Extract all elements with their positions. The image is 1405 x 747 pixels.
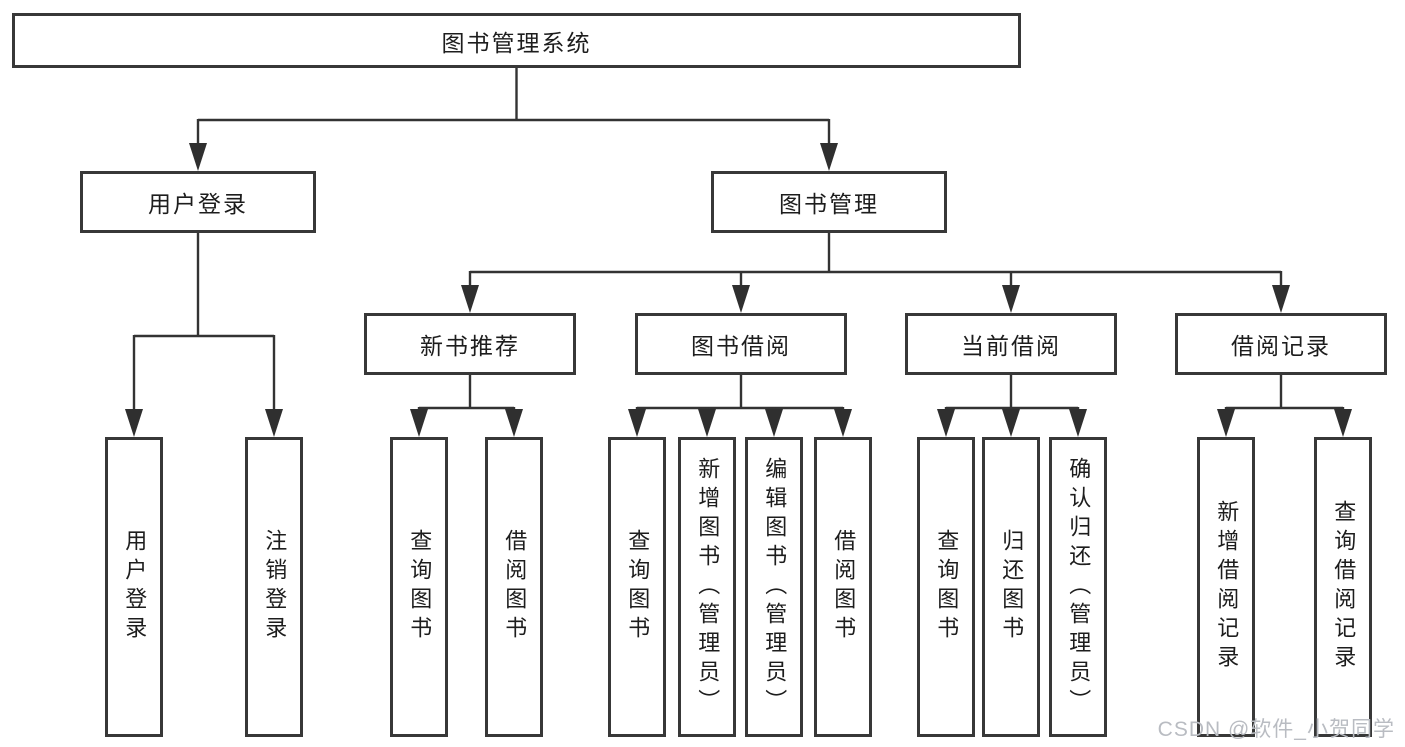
leaf-borrow-books-recommend: 借阅图书 <box>485 437 543 737</box>
node-book-management: 图书管理 <box>711 171 947 233</box>
leaf-label: 查询借阅记录 <box>1331 500 1357 674</box>
node-user-login: 用户登录 <box>80 171 316 233</box>
node-borrow-record: 借阅记录 <box>1175 313 1387 375</box>
csdn-watermark: CSDN @软件_小贺同学 <box>1157 718 1395 741</box>
leaf-label: 借阅图书 <box>502 529 528 645</box>
node-current-borrow: 当前借阅 <box>905 313 1117 375</box>
leaf-confirm-return-admin: 确认归还（管理员） <box>1049 437 1107 737</box>
node-current-borrow-label: 当前借阅 <box>961 333 1061 359</box>
leaf-label: 确认归还（管理员） <box>1066 456 1092 718</box>
leaf-edit-books-admin: 编辑图书（管理员） <box>745 437 803 737</box>
node-book-borrow-label: 图书借阅 <box>691 333 791 359</box>
node-user-login-label: 用户登录 <box>148 191 248 217</box>
leaf-label: 归还图书 <box>999 529 1025 645</box>
leaf-label: 新增图书（管理员） <box>695 456 721 718</box>
leaf-query-borrow-record: 查询借阅记录 <box>1314 437 1372 737</box>
leaf-add-books-admin: 新增图书（管理员） <box>678 437 736 737</box>
leaf-logout: 注销登录 <box>245 437 303 737</box>
leaf-return-books: 归还图书 <box>982 437 1040 737</box>
leaf-label: 注销登录 <box>262 529 288 645</box>
node-book-borrow: 图书借阅 <box>635 313 847 375</box>
leaf-label: 新增借阅记录 <box>1214 500 1240 674</box>
node-new-book-recommend: 新书推荐 <box>364 313 576 375</box>
leaf-query-books-current: 查询图书 <box>917 437 975 737</box>
node-root: 图书管理系统 <box>12 13 1021 68</box>
leaf-user-login: 用户登录 <box>105 437 163 737</box>
leaf-label: 编辑图书（管理员） <box>762 456 788 718</box>
arrowheads <box>125 143 1352 437</box>
leaf-add-borrow-record: 新增借阅记录 <box>1197 437 1255 737</box>
node-borrow-record-label: 借阅记录 <box>1231 333 1331 359</box>
leaf-query-books-borrow: 查询图书 <box>608 437 666 737</box>
node-new-book-recommend-label: 新书推荐 <box>420 333 520 359</box>
leaf-label: 查询图书 <box>934 529 960 645</box>
node-root-label: 图书管理系统 <box>441 29 592 56</box>
leaf-label: 用户登录 <box>122 529 148 645</box>
leaf-borrow-books: 借阅图书 <box>814 437 872 737</box>
leaf-label: 借阅图书 <box>831 529 857 645</box>
node-book-management-label: 图书管理 <box>779 191 879 217</box>
leaf-label: 查询图书 <box>625 529 651 645</box>
leaf-label: 查询图书 <box>407 529 433 645</box>
leaf-query-books-recommend: 查询图书 <box>390 437 448 737</box>
